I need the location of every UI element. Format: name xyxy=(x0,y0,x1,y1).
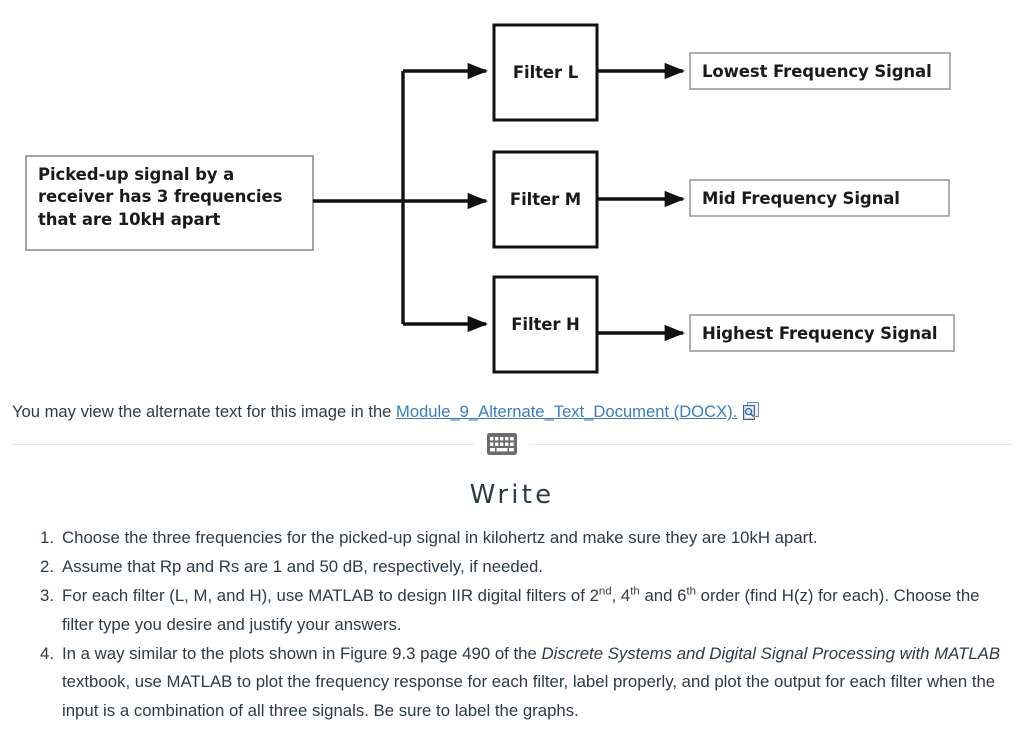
signal-filter-diagram: Picked-up signal by a receiver has 3 fre… xyxy=(25,23,955,374)
page-title: Write xyxy=(469,480,555,510)
task-text: In a way similar to the plots shown in F… xyxy=(62,643,1001,721)
task-item-2: 2. Assume that Rp and Rs are 1 and 50 dB… xyxy=(0,553,1002,582)
source-line-1: Picked-up signal by a xyxy=(38,165,235,184)
task-item-4: 4. In a way similar to the plots shown i… xyxy=(0,640,1002,727)
output-lowest-label: Lowest Frequency Signal xyxy=(702,61,932,81)
output-mid-label: Mid Frequency Signal xyxy=(702,188,900,208)
filter-l-label: Filter L xyxy=(512,63,579,82)
output-mid-box: Mid Frequency Signal xyxy=(690,180,949,216)
diagram-lines xyxy=(25,23,955,374)
document-preview-icon[interactable] xyxy=(743,402,760,426)
task-text: Assume that Rp and Rs are 1 and 50 dB, r… xyxy=(62,556,544,576)
task-number: 4. xyxy=(40,643,54,663)
task-item-1: 1. Choose the three frequencies for the … xyxy=(0,524,1002,553)
task-number: 1. xyxy=(40,528,54,547)
keyboard-badge xyxy=(474,419,529,474)
task-list: 1. Choose the three frequencies for the … xyxy=(0,524,1002,726)
filter-h-label: Filter H xyxy=(511,315,580,334)
output-highest-box: Highest Frequency Signal xyxy=(690,315,954,351)
task-text: Choose the three frequencies for the pic… xyxy=(62,528,818,547)
filter-m-box: Filter M xyxy=(494,152,597,247)
source-line-2: receiver has 3 frequencies xyxy=(38,187,283,207)
filter-m-label: Filter M xyxy=(509,190,582,209)
task-number: 2. xyxy=(40,556,54,576)
filter-h-box: Filter H xyxy=(494,277,597,372)
source-signal-box: Picked-up signal by a receiver has 3 fre… xyxy=(26,156,313,250)
source-signal-label: Picked-up signal by a receiver has 3 fre… xyxy=(38,164,282,231)
task-text: For each filter (L, M, and H), use MATLA… xyxy=(62,585,980,634)
task-item-3: 3. For each filter (L, M, and H), use MA… xyxy=(0,582,1002,640)
task-number: 3. xyxy=(40,585,54,605)
alternate-text-line: You may view the alternate text for this… xyxy=(12,400,760,426)
alternate-text-document-link[interactable]: Module_9_Alternate_Text_Document (DOCX). xyxy=(396,402,738,421)
output-lowest-box: Lowest Frequency Signal xyxy=(690,53,950,89)
output-highest-label: Highest Frequency Signal xyxy=(702,323,938,343)
source-line-3: that are 10kH apart xyxy=(38,209,221,229)
filter-l-box: Filter L xyxy=(494,25,597,120)
alternate-text-prefix: You may view the alternate text for this… xyxy=(12,402,397,421)
keyboard-icon xyxy=(486,433,517,460)
